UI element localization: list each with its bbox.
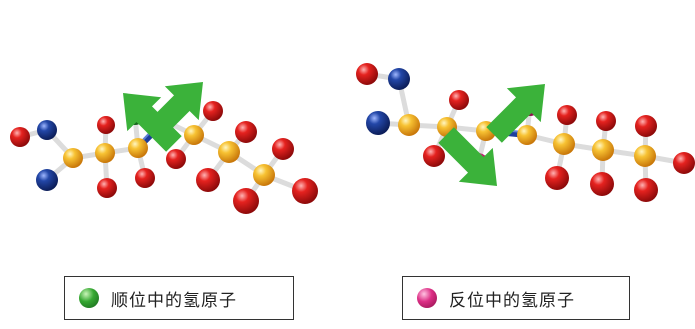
oxygen-atom xyxy=(166,149,186,169)
cis-legend: 顺位中的氢原子 xyxy=(64,276,294,320)
cis-legend-label: 顺位中的氢原子 xyxy=(111,290,237,311)
oxygen-atom xyxy=(596,111,616,131)
carbon-atom xyxy=(398,114,420,136)
oxygen-atom xyxy=(545,166,569,190)
carbon-atom xyxy=(253,164,275,186)
carbon-atom xyxy=(95,143,115,163)
oxygen-atom xyxy=(196,168,220,192)
carbon-atom xyxy=(184,125,204,145)
magenta-sphere-icon xyxy=(417,288,437,308)
carbon-atom xyxy=(218,141,240,163)
carbon-atom xyxy=(517,125,537,145)
oxygen-atom xyxy=(423,145,445,167)
oxygen-atom xyxy=(635,115,657,137)
oxygen-atom xyxy=(449,90,469,110)
trans-legend-label: 反位中的氢原子 xyxy=(449,290,575,311)
oxygen-atom xyxy=(97,116,115,134)
oxygen-atom xyxy=(557,105,577,125)
carbon-atom xyxy=(128,138,148,158)
oxygen-atom xyxy=(233,188,259,214)
green-arrow-icon xyxy=(438,127,497,186)
green-sphere-icon xyxy=(79,288,99,308)
trans-molecule xyxy=(356,63,695,202)
green-arrow-icon xyxy=(144,82,203,141)
nitrogen-atom xyxy=(366,111,390,135)
oxygen-atom xyxy=(634,178,658,202)
oxygen-atom xyxy=(272,138,294,160)
carbon-atom xyxy=(634,145,656,167)
oxygen-atom xyxy=(673,152,695,174)
oxygen-atom xyxy=(590,172,614,196)
oxygen-atom xyxy=(356,63,378,85)
oxygen-atom xyxy=(97,178,117,198)
oxygen-atom xyxy=(203,101,223,121)
carbon-atom xyxy=(592,139,614,161)
oxygen-atom xyxy=(10,127,30,147)
green-arrow-icon xyxy=(486,84,545,143)
nitrogen-atom xyxy=(36,169,58,191)
oxygen-atom xyxy=(235,121,257,143)
oxygen-atom xyxy=(292,178,318,204)
carbon-atom xyxy=(63,148,83,168)
trans-legend: 反位中的氢原子 xyxy=(402,276,630,320)
nitrogen-atom xyxy=(388,68,410,90)
nitrogen-atom xyxy=(37,120,57,140)
carbon-atom xyxy=(553,133,575,155)
oxygen-atom xyxy=(135,168,155,188)
